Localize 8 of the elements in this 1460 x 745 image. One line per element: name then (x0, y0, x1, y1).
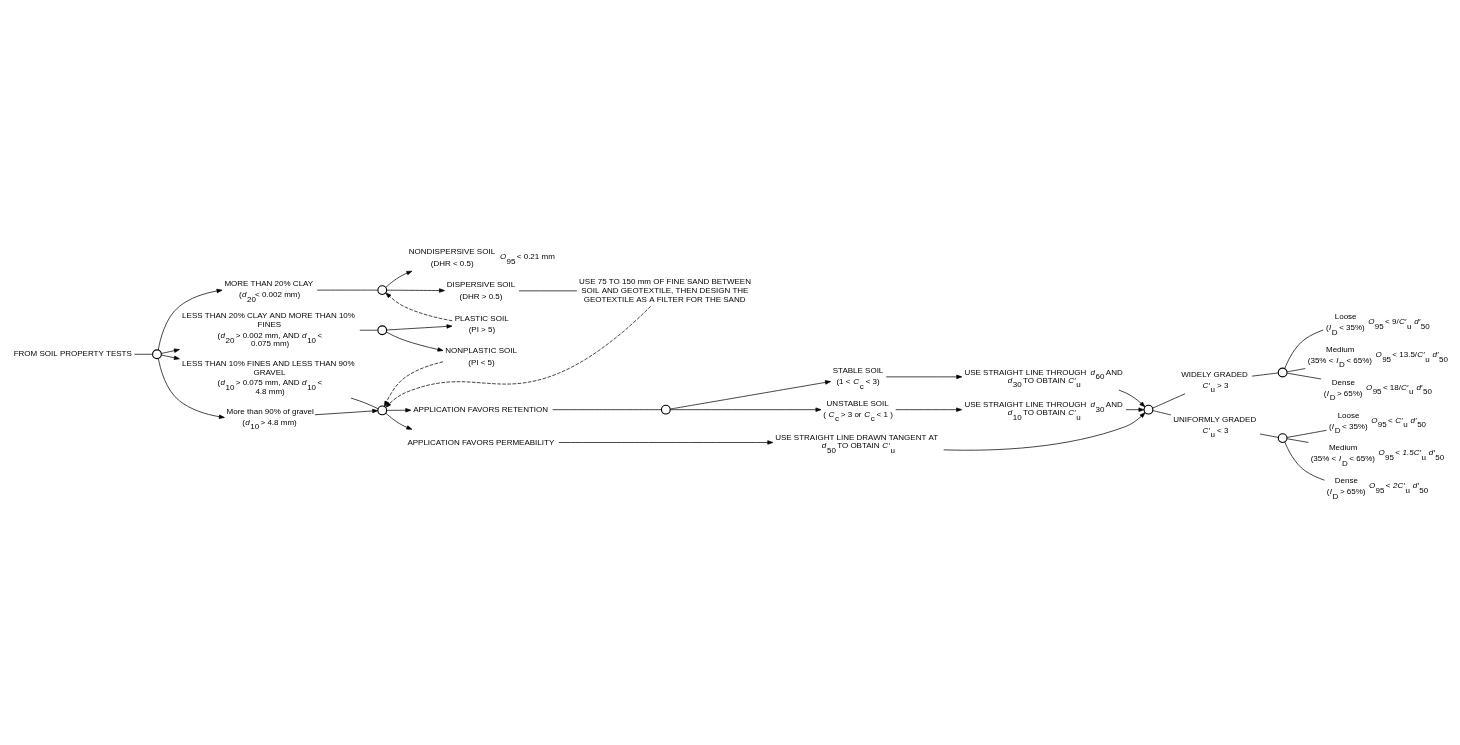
node-text: APPLICATION FAVORS RETENTION (413, 404, 549, 414)
node-text: APPLICATION FAVORS PERMEABILITY (407, 437, 555, 447)
node-text: NONPLASTIC SOIL (PI < 5) (445, 346, 517, 368)
node-text: DISPERSIVE SOIL (DHR > 0.5) (446, 280, 516, 301)
node-text: PLASTIC SOIL (PI > 5) (454, 313, 509, 335)
node-text: USE 75 TO 150 mm OF FINE SAND BETWEEN SOIL AND GEOTEXTILE, THEN DESIGN THE GEOTEXTILE AS A FILTER FOR THE SAND (579, 277, 751, 304)
node-text: NONDISPERSIVE SOIL (DHR < 0.5) (408, 247, 496, 268)
node-text: FROM SOIL PROPERTY TESTS (13, 349, 132, 359)
